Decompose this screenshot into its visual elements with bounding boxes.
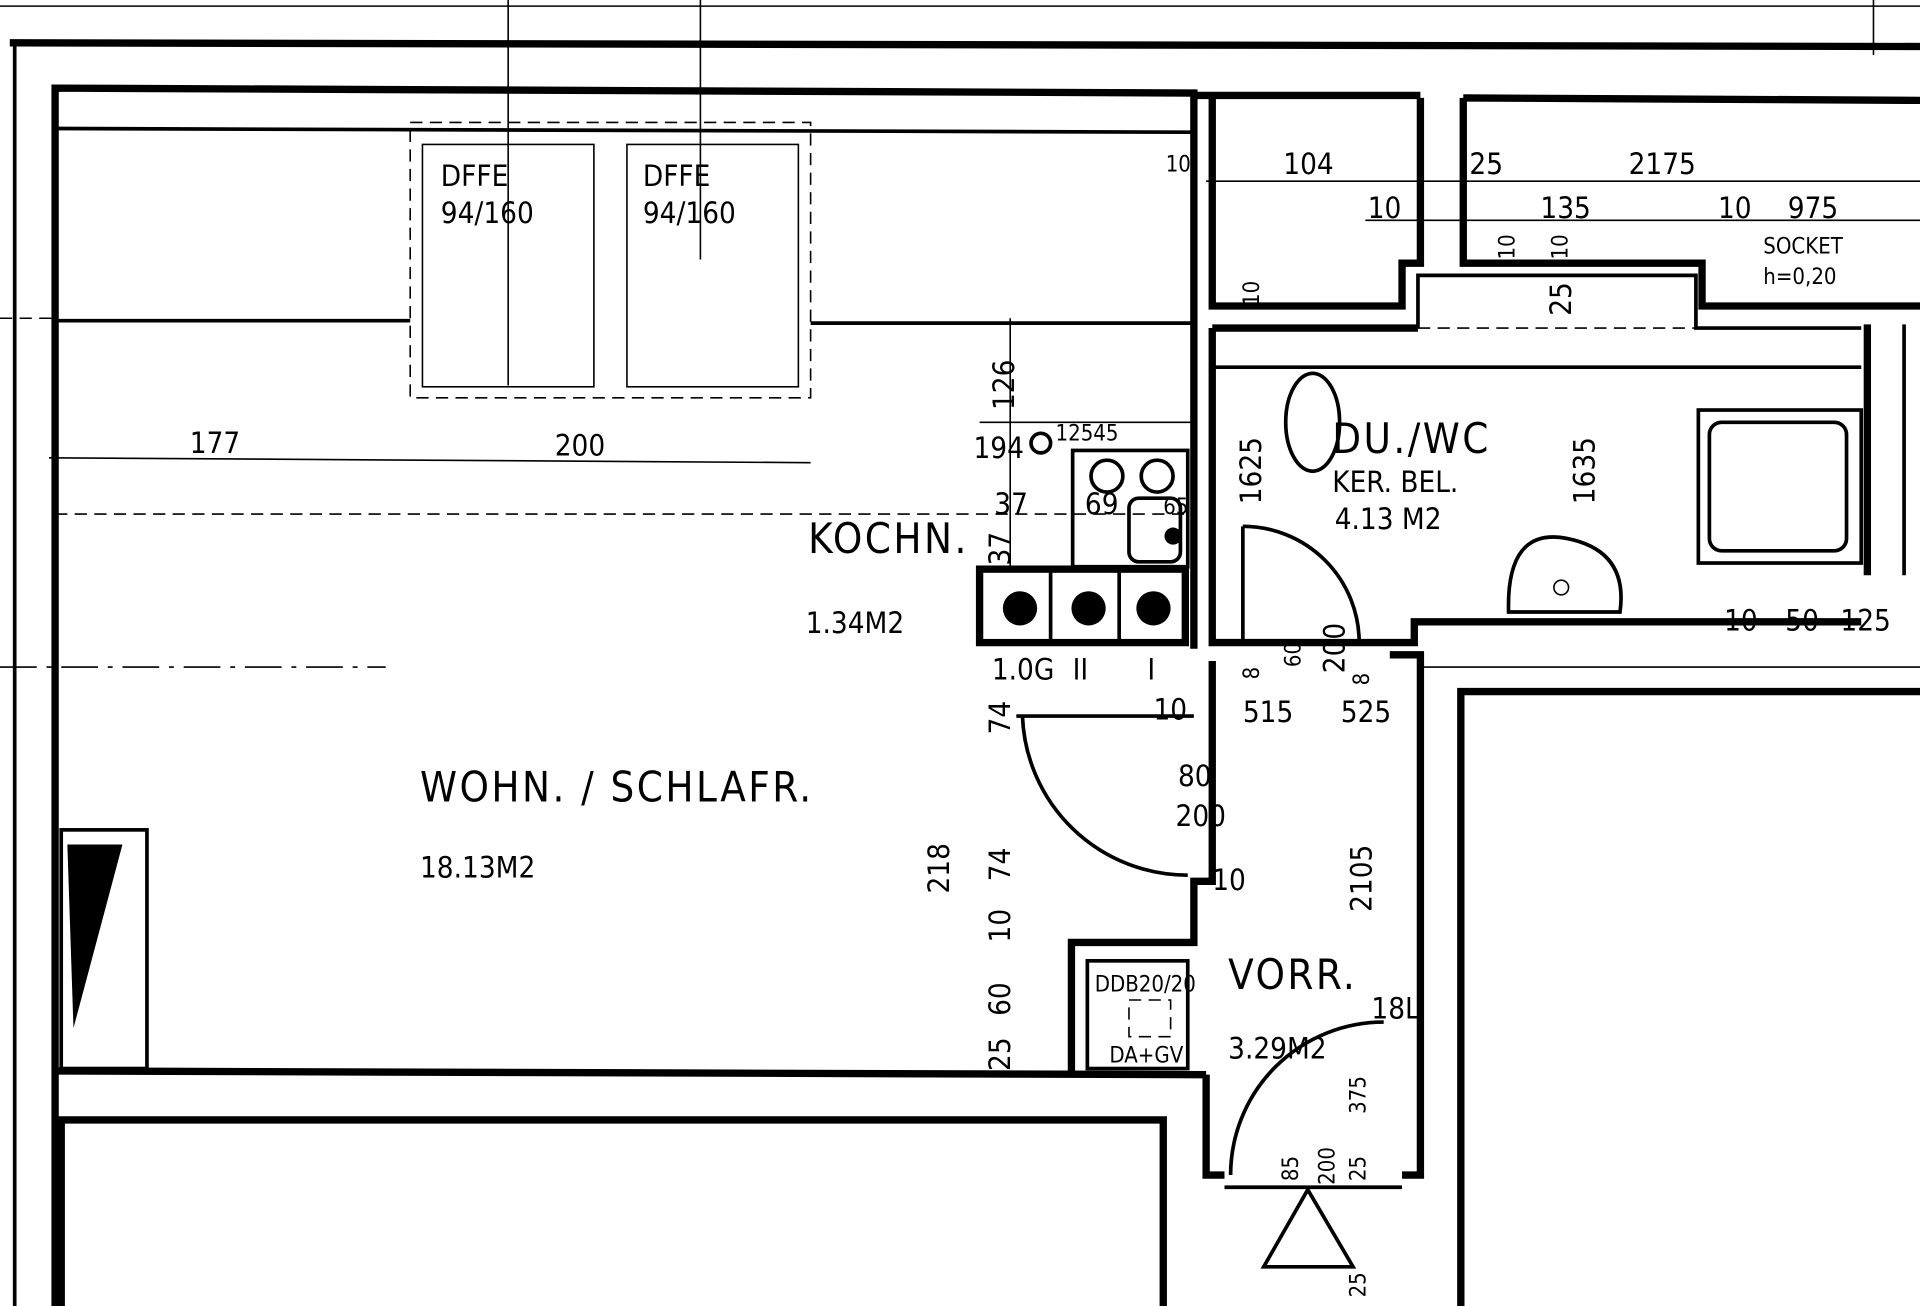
windows: DFFE 94/160 DFFE 94/160 — [409, 121, 812, 399]
flue-label-3: I — [1147, 652, 1155, 686]
dim-label: 8 — [1240, 667, 1265, 680]
stove-chimney-icon — [975, 565, 1189, 647]
living-room-area: 18.13M2 — [420, 851, 535, 885]
dim-label: 10 — [1166, 152, 1191, 177]
dim-label: 200 — [1176, 799, 1226, 833]
dim-label: 515 — [1243, 695, 1293, 729]
living-room-walls — [0, 84, 1207, 1306]
dim-label: 125 — [1840, 603, 1890, 637]
flue-icon — [1002, 591, 1171, 626]
dim-label: 1635 — [1567, 437, 1601, 504]
dim-label: 200 — [1316, 1147, 1341, 1185]
upper-rooms — [1193, 91, 1920, 310]
vent-label: DDB20/20 — [1095, 972, 1196, 997]
hall-area: 3.29M2 — [1228, 1032, 1326, 1066]
dim-label: 85 — [1279, 1156, 1304, 1181]
dim-label: 10 — [1724, 603, 1758, 637]
dim-label: 80 — [1178, 759, 1212, 793]
entrance-door-swing — [1228, 1020, 1384, 1176]
vent-sub-label: DA+GV — [1109, 1043, 1183, 1068]
dim-label: 10 — [1368, 191, 1402, 225]
dim-label: 12545 — [1056, 422, 1119, 447]
shower-icon — [1696, 408, 1864, 565]
dim-label: 525 — [1341, 695, 1391, 729]
dim-label: 8 — [1350, 673, 1375, 686]
dim-label: 37 — [994, 487, 1028, 521]
dim-label: 60 — [1281, 642, 1306, 667]
kitchen-area: 1.34M2 — [806, 606, 904, 640]
socket-label: SOCKET — [1763, 234, 1844, 259]
dim-label: 50 — [1785, 603, 1819, 637]
dim-label: 25 — [1469, 147, 1503, 181]
dim-label: 10 — [983, 909, 1017, 943]
bathroom — [1208, 273, 1906, 647]
misc-label: 18L — [1371, 991, 1420, 1025]
sink-icon — [1127, 496, 1183, 564]
hob-icon — [1139, 458, 1175, 494]
window-1-size: 94/160 — [441, 196, 534, 230]
dim-label: 2175 — [1629, 147, 1696, 181]
window-2-type: DFFE — [643, 159, 710, 193]
dim-label: 177 — [190, 426, 240, 460]
dim-label: 2105 — [1344, 845, 1378, 912]
window-1-type: DFFE — [441, 159, 508, 193]
dim-label: 37 — [983, 532, 1017, 566]
washbasin-icon — [1506, 535, 1623, 614]
dim-label: 975 — [1788, 191, 1838, 225]
kitchenette: 1.0G II I — [975, 318, 1194, 686]
chimney-icon — [67, 844, 123, 1029]
bath-name: DU./WC — [1332, 414, 1491, 463]
dim-label: 10 — [1496, 234, 1521, 259]
dim-label: 69 — [1085, 487, 1119, 521]
dim-label: 375 — [1346, 1076, 1371, 1114]
dim-label: 135 — [1540, 191, 1590, 225]
dimension-labels: 177 200 126 194 12545 37 37 69 65 10 104… — [190, 147, 1891, 1298]
dim-label: 25 — [1544, 282, 1578, 316]
dim-label: 10 — [1212, 863, 1246, 897]
dim-label: 25 — [1346, 1272, 1371, 1297]
living-room-name: WOHN. / SCHLAFR. — [420, 763, 814, 812]
dim-label: 60 — [983, 982, 1017, 1016]
dim-label: 74 — [983, 848, 1017, 882]
window-2-size: 94/160 — [643, 196, 736, 230]
room-door-swing — [1020, 715, 1188, 877]
dim-label: 200 — [555, 428, 605, 462]
dim-label: 200 — [1317, 623, 1351, 673]
socket-height: h=0,20 — [1763, 265, 1836, 290]
vent-icon — [1128, 999, 1172, 1038]
dim-label: 126 — [987, 360, 1021, 410]
gas-outlet-icon — [1029, 431, 1053, 455]
bath-door-swing — [1242, 524, 1362, 643]
dim-label: 10 — [1548, 234, 1573, 259]
flue-label-1: 1.0G — [992, 652, 1055, 686]
dim-label: 194 — [973, 431, 1023, 465]
hob-icon — [1089, 458, 1125, 494]
room-labels: WOHN. / SCHLAFR. 18.13M2 KOCHN. 1.34M2 D… — [420, 234, 1844, 1065]
dim-label: 10 — [1718, 191, 1752, 225]
dim-label: 10 — [1153, 693, 1187, 727]
dim-label: 65 — [1163, 495, 1188, 520]
toilet-icon — [1283, 371, 1342, 474]
flue-label-2: II — [1073, 652, 1089, 686]
hallway: DDB20/20 DA+GV 18L — [1016, 651, 1425, 1269]
entrance-arrow-icon — [1260, 1186, 1357, 1269]
dim-label: 25 — [983, 1037, 1017, 1071]
kitchen-name: KOCHN. — [808, 514, 969, 563]
dim-label: 10 — [1240, 281, 1265, 306]
bath-floor: KER. BEL. — [1332, 465, 1458, 499]
dim-label: 104 — [1283, 147, 1333, 181]
dim-label: 25 — [1346, 1156, 1371, 1181]
adjacent-rooms — [57, 666, 1920, 1306]
dim-label: 74 — [983, 701, 1017, 735]
dim-label: 1625 — [1234, 437, 1268, 504]
hall-name: VORR. — [1228, 950, 1357, 999]
dim-label: 218 — [922, 843, 956, 893]
bath-area: 4.13 M2 — [1335, 502, 1442, 536]
